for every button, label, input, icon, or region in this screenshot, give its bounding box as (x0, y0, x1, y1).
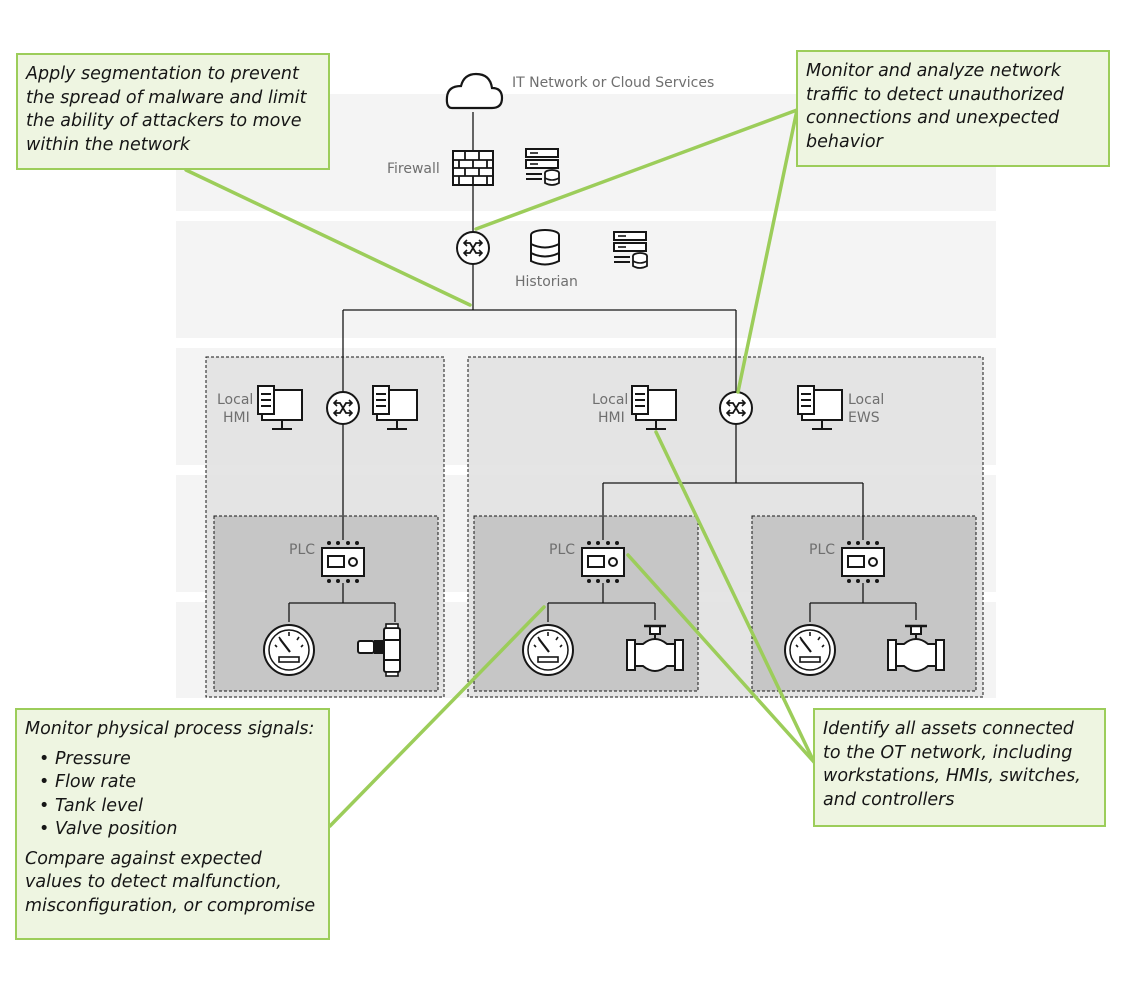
local-ews-label-2: EWS (848, 410, 880, 426)
asset-inventory-note: Identify all assets connected to the OT … (813, 708, 1106, 827)
cloud-label: IT Network or Cloud Services (512, 75, 714, 91)
historian-label: Historian (515, 274, 578, 290)
list-item: Flow rate (39, 771, 320, 795)
plc-left-icon (321, 540, 365, 584)
segmentation-note: Apply segmentation to prevent the spread… (16, 53, 330, 170)
leader-process (328, 605, 546, 828)
cloud-icon (445, 72, 504, 110)
leader-assets-hmi (654, 430, 816, 764)
segmentation-note-text: Apply segmentation to prevent the spread… (26, 64, 307, 155)
leader-traffic-switch (736, 108, 799, 394)
pump-icon (357, 623, 401, 677)
list-item: Tank level (39, 795, 320, 819)
pressure-gauge-right-icon (783, 623, 837, 677)
local-hmi-mid-label-1: Local (592, 392, 628, 408)
process-signals-list: Pressure Flow rate Tank level Valve posi… (25, 748, 320, 842)
plc-left-label: PLC (289, 542, 315, 558)
band-site (176, 221, 996, 338)
firewall-label: Firewall (387, 161, 440, 177)
plc-right-label: PLC (809, 542, 835, 558)
switch-left-icon (326, 391, 360, 425)
local-hmi-mid-label-2: HMI (598, 410, 625, 426)
core-switch-icon (456, 231, 490, 265)
list-item: Pressure (39, 748, 320, 772)
local-ews-label-1: Local (848, 392, 884, 408)
switch-right-icon (719, 391, 753, 425)
pressure-gauge-mid-icon (521, 623, 575, 677)
process-signals-outro: Compare against expected values to detec… (25, 848, 316, 916)
local-hmi-left-label-1: Local (217, 392, 253, 408)
process-signals-intro: Monitor physical process signals: (25, 719, 315, 739)
leader-traffic-core (474, 108, 799, 231)
list-item: Valve position (39, 818, 320, 842)
monitor-traffic-note: Monitor and analyze network traffic to d… (796, 50, 1110, 167)
leader-assets-plc (626, 553, 816, 764)
asset-inventory-note-text: Identify all assets connected to the OT … (823, 719, 1081, 810)
plc-right-icon (841, 540, 885, 584)
network-links (288, 112, 917, 622)
process-signals-note: Monitor physical process signals: Pressu… (15, 708, 330, 940)
pressure-gauge-left-icon (262, 623, 316, 677)
leader-segmentation (184, 168, 472, 307)
plc-mid-icon (581, 540, 625, 584)
historian-database-icon (530, 229, 560, 266)
monitor-traffic-note-text: Monitor and analyze network traffic to d… (806, 61, 1064, 152)
local-hmi-left-label-2: HMI (223, 410, 250, 426)
callout-leaders (184, 108, 816, 828)
plc-mid-label: PLC (549, 542, 575, 558)
firewall-icon (452, 150, 494, 186)
